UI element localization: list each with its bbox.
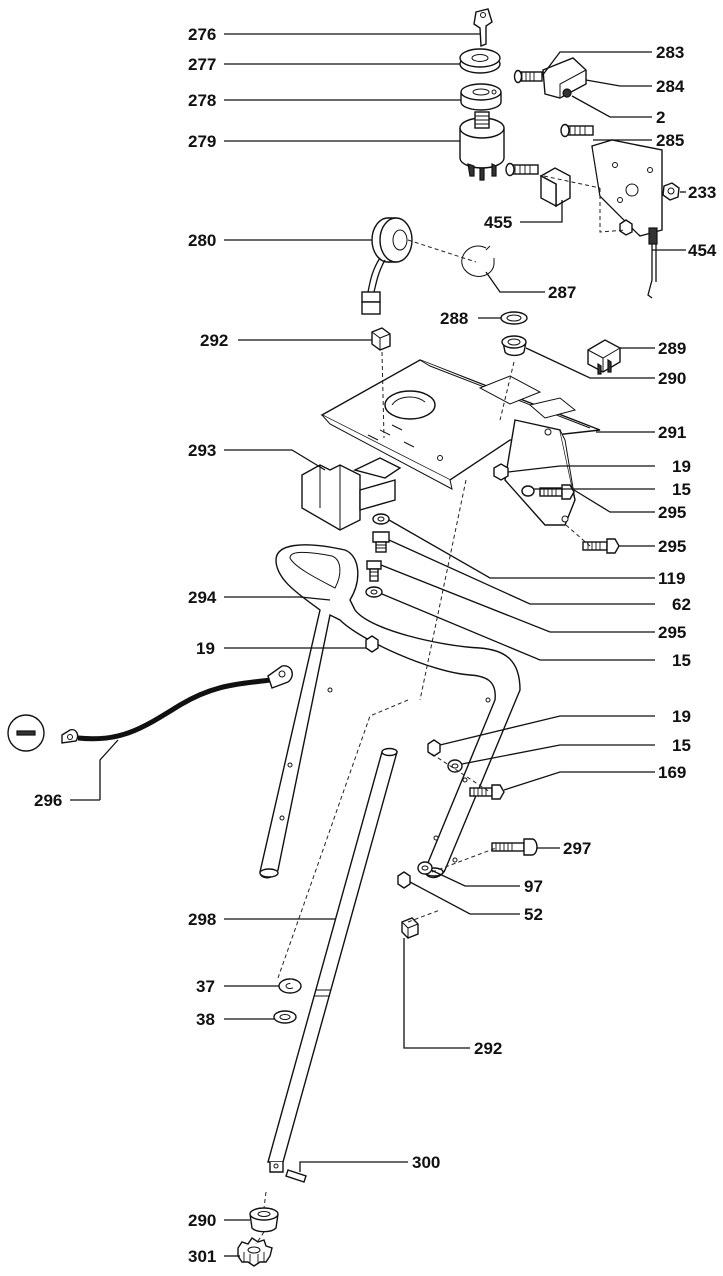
label-277: 277 bbox=[188, 55, 216, 74]
label-276: 276 bbox=[188, 25, 216, 44]
e-clip-37-part bbox=[278, 978, 302, 994]
bushing-290-bottom-part bbox=[249, 1207, 279, 1233]
label-296: 296 bbox=[34, 791, 62, 810]
label-119: 119 bbox=[658, 569, 685, 588]
label-295-c: 295 bbox=[658, 623, 686, 642]
label-233: 233 bbox=[688, 183, 716, 202]
label-285: 285 bbox=[656, 131, 684, 150]
hour-meter-part bbox=[361, 217, 413, 315]
label-291: 291 bbox=[658, 423, 686, 442]
washer-15-a-part bbox=[521, 485, 535, 497]
label-38: 38 bbox=[196, 1010, 215, 1029]
label-454: 454 bbox=[688, 241, 717, 260]
ignition-key-part bbox=[473, 8, 493, 48]
pin-300-part bbox=[285, 1169, 307, 1183]
battery-cable-296-part bbox=[7, 665, 293, 752]
nut-19-c-part bbox=[427, 739, 441, 757]
bolt-295-c-part bbox=[366, 560, 382, 582]
label-15-a: 15 bbox=[672, 480, 691, 499]
label-293: 293 bbox=[188, 441, 216, 460]
label-287: 287 bbox=[548, 283, 576, 302]
label-19-a: 19 bbox=[672, 457, 691, 476]
nut-52-part bbox=[397, 871, 411, 889]
bolt-62-part bbox=[372, 531, 390, 553]
label-283: 283 bbox=[656, 43, 684, 62]
part-drawings bbox=[7, 8, 680, 1267]
label-290-top: 290 bbox=[658, 369, 686, 388]
switch-289-part bbox=[587, 339, 621, 375]
label-294: 294 bbox=[188, 588, 217, 607]
bolt-297-part bbox=[491, 838, 538, 856]
ignition-nut-part bbox=[459, 48, 501, 74]
clamp-assembly-part bbox=[513, 57, 587, 99]
label-97: 97 bbox=[524, 877, 543, 896]
screw-285-part bbox=[560, 123, 594, 138]
label-455: 455 bbox=[484, 213, 512, 232]
label-301: 301 bbox=[188, 1247, 216, 1266]
label-292-top: 292 bbox=[200, 331, 228, 350]
label-278: 278 bbox=[188, 91, 216, 110]
snap-ring-part bbox=[461, 245, 495, 277]
handle-frame-294-part bbox=[259, 544, 521, 879]
ignition-washer-part bbox=[460, 83, 502, 111]
lower-bracket-293-part bbox=[301, 457, 402, 531]
nut-19-a-part bbox=[493, 463, 509, 481]
label-52: 52 bbox=[524, 905, 543, 924]
clip-292-top-part bbox=[371, 327, 391, 351]
label-62: 62 bbox=[672, 595, 691, 614]
nut-19-b-part bbox=[365, 635, 379, 653]
clip-292-bottom-part bbox=[401, 917, 419, 939]
label-19-c: 19 bbox=[672, 707, 691, 726]
screw-455-part bbox=[505, 162, 539, 177]
ignition-switch-part bbox=[459, 111, 505, 181]
label-295-a: 295 bbox=[658, 503, 686, 522]
label-297: 297 bbox=[563, 839, 591, 858]
assembly-dash-lines bbox=[255, 175, 627, 1245]
bushing-290-part bbox=[501, 335, 527, 357]
mounting-plate-291-part bbox=[320, 359, 601, 526]
label-37: 37 bbox=[196, 977, 215, 996]
label-2: 2 bbox=[656, 108, 665, 127]
bracket-plate-part bbox=[591, 139, 680, 237]
label-15-c: 15 bbox=[672, 736, 691, 755]
label-292-bottom: 292 bbox=[474, 1039, 502, 1058]
label-288: 288 bbox=[440, 309, 468, 328]
bolt-295-b-part bbox=[582, 538, 620, 554]
wire-454-part bbox=[647, 227, 658, 299]
steering-shaft-298-part bbox=[267, 747, 398, 1173]
label-19-b: 19 bbox=[196, 639, 215, 658]
label-284: 284 bbox=[656, 77, 685, 96]
bracket-455-part bbox=[539, 167, 571, 208]
pinion-gear-301-part bbox=[237, 1237, 273, 1267]
label-300: 300 bbox=[412, 1153, 440, 1172]
leader-lines bbox=[70, 33, 686, 1257]
label-295-b: 295 bbox=[658, 537, 686, 556]
label-169: 169 bbox=[658, 763, 686, 782]
label-280: 280 bbox=[188, 231, 216, 250]
label-15-b: 15 bbox=[672, 651, 691, 670]
seal-288-part bbox=[500, 311, 528, 325]
bolt-169-part bbox=[469, 784, 505, 800]
label-298: 298 bbox=[188, 910, 216, 929]
label-290-bottom: 290 bbox=[188, 1211, 216, 1230]
label-289: 289 bbox=[658, 339, 686, 358]
label-279: 279 bbox=[188, 132, 216, 151]
washer-38-part bbox=[273, 1010, 297, 1024]
part-labels: 276 277 278 279 280 283 284 2 285 233 45… bbox=[34, 25, 717, 1266]
